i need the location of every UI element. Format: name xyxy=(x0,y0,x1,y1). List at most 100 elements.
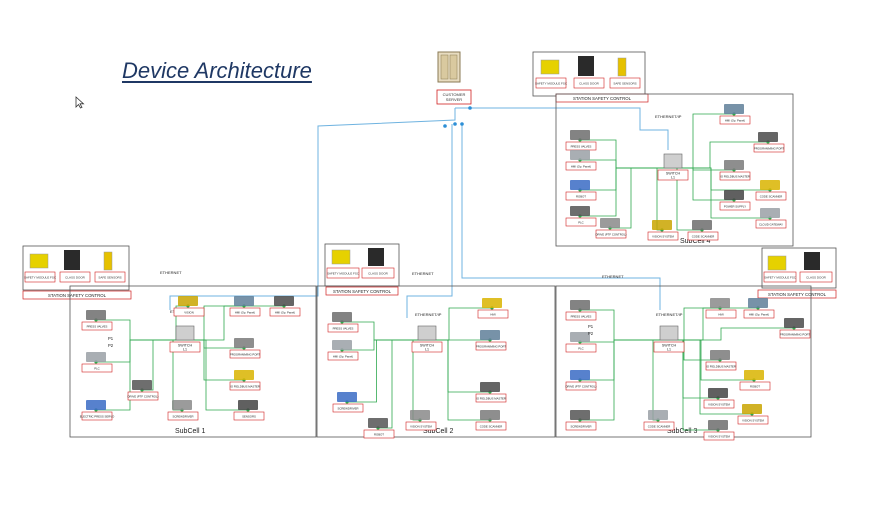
device-icon xyxy=(648,410,668,420)
safety-group-left: SAFETY MODULE FSC CLASS DOOR SAFE SENSOR… xyxy=(22,245,132,300)
device-icon xyxy=(748,298,768,308)
device-label-box xyxy=(332,403,364,413)
device-label-box xyxy=(565,343,597,353)
port-label: P2 xyxy=(588,331,594,336)
device-label: CLOUD GATEWAY xyxy=(759,223,783,227)
device-label-box xyxy=(687,231,719,241)
device-label-box xyxy=(755,219,787,229)
device-icon xyxy=(652,220,672,230)
device-link xyxy=(674,167,770,219)
device-label-box xyxy=(565,217,597,227)
device-label: VISION xyxy=(184,311,193,315)
subcell-3-frame xyxy=(555,285,812,438)
device-label-box xyxy=(233,411,265,421)
safety-title: STATION SAFETY CONTROL xyxy=(48,293,107,298)
ethernetip-label: ETHERNET/IP xyxy=(655,114,682,119)
device-label-box xyxy=(229,349,261,359)
device-label-box xyxy=(739,381,771,391)
device-label-box xyxy=(81,411,113,421)
device-label: PROGRAMMING PORT xyxy=(780,333,811,337)
device-label-box xyxy=(565,381,597,391)
device-icon xyxy=(570,410,590,420)
device-label-box xyxy=(363,429,395,439)
device-label: IO FIELDBUS MASTER xyxy=(230,385,260,389)
device-label: PRESS VALVES xyxy=(571,145,592,149)
device-label-box xyxy=(779,329,811,339)
device-label-box xyxy=(719,115,751,125)
device-label-box xyxy=(743,309,775,319)
device-icon xyxy=(570,332,590,342)
device-label: ROBOT xyxy=(576,195,586,199)
device-label-box xyxy=(719,171,751,181)
device-icon xyxy=(368,418,388,428)
switch-label: SWITCH xyxy=(662,344,677,348)
device-icon xyxy=(724,190,744,200)
device-label-box xyxy=(477,309,509,319)
device-label-box xyxy=(127,391,159,401)
device-label-box xyxy=(475,421,507,431)
device-label-box xyxy=(755,191,787,201)
device-icon xyxy=(480,410,500,420)
device-label: PLC xyxy=(94,367,99,371)
subcell-3-name: SubCell 3 xyxy=(667,428,697,435)
safety-title: STATION SAFETY CONTROL xyxy=(333,289,392,294)
switch-label-box xyxy=(653,341,685,353)
device-label-box xyxy=(327,323,359,333)
device-label-box xyxy=(703,431,735,441)
server-label-2: SERVER xyxy=(446,97,462,102)
device-icon xyxy=(410,410,430,420)
device-label: IO FIELDBUS MASTER xyxy=(476,397,506,401)
device-icon xyxy=(238,400,258,410)
device-label-box xyxy=(753,143,785,153)
switch-label: SWITCH xyxy=(178,344,193,348)
device-icon xyxy=(710,298,730,308)
safety-item: SAFETY MODULE FSC xyxy=(327,272,360,276)
device-label-box xyxy=(405,421,437,431)
device-label: PRESS VALVES xyxy=(333,327,354,331)
device-icon xyxy=(784,318,804,328)
device-label: DRIVE (PTF CONTROL) xyxy=(596,233,627,237)
device-link xyxy=(428,307,492,341)
device-label-box xyxy=(705,361,737,371)
device-label-box xyxy=(565,191,597,201)
device-label-box xyxy=(475,341,507,351)
device-label-box xyxy=(269,307,301,317)
device-icon xyxy=(570,180,590,190)
device-label-box xyxy=(475,393,507,403)
switch-label: L1 xyxy=(425,348,429,352)
device-label: PRESS VALVES xyxy=(571,315,592,319)
customer-server: CUSTOMER SERVER xyxy=(436,51,472,105)
device-label-box xyxy=(719,201,751,211)
device-icon xyxy=(742,404,762,414)
device-label: HMI (Op. Panel) xyxy=(571,165,591,169)
switch-icon xyxy=(417,325,437,341)
port-label: P1 xyxy=(108,336,114,341)
device-icon xyxy=(332,340,352,350)
mouse-cursor-icon xyxy=(75,96,85,109)
switch-label: L1 xyxy=(667,348,671,352)
server-label-1: CUSTOMER xyxy=(443,92,466,97)
device-label-box xyxy=(81,321,113,331)
device-icon xyxy=(86,310,106,320)
device-icon xyxy=(234,296,254,306)
device-icon xyxy=(86,352,106,362)
device-icon xyxy=(337,392,357,402)
page-title: Device Architecture xyxy=(122,58,312,83)
switch-icon xyxy=(659,325,679,341)
safety-item: CLASS DOOR xyxy=(806,276,827,280)
device-label: HMI (Op. Panel) xyxy=(749,313,769,317)
device-icon xyxy=(480,382,500,392)
device-label: HMI (Op. Panel) xyxy=(235,311,255,315)
switch-label-box xyxy=(169,341,201,353)
switch-label: L1 xyxy=(183,348,187,352)
switch-label-box xyxy=(657,169,689,181)
switch-label: SWITCH xyxy=(420,344,435,348)
safety-item: SAFETY MODULE FSC xyxy=(764,276,797,280)
safety-title: STATION SAFETY CONTROL xyxy=(573,96,632,101)
device-label: CODE SCANNER xyxy=(480,425,503,429)
device-icon xyxy=(480,330,500,340)
device-label-box xyxy=(565,421,597,431)
